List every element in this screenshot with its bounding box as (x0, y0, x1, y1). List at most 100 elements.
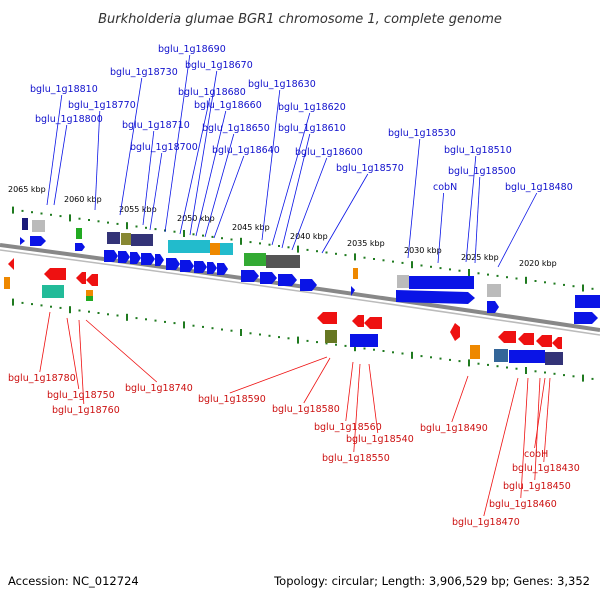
gene-arrow[interactable] (351, 286, 355, 296)
gene-box[interactable] (397, 275, 409, 288)
gene-box[interactable] (210, 243, 220, 255)
genome-summary-text: Topology: circular; Length: 3,906,529 bp… (273, 574, 590, 588)
tick-mark (107, 313, 109, 316)
reverse-gene-label: cobH (524, 449, 548, 460)
tick-mark (306, 248, 309, 251)
gene-arrow[interactable] (552, 337, 562, 349)
gene-box[interactable] (86, 296, 93, 301)
forward-leader-line (142, 130, 155, 226)
forward-leader-line (149, 152, 163, 231)
gene-arrow[interactable] (44, 268, 66, 280)
gene-box[interactable] (168, 240, 210, 253)
gene-box[interactable] (494, 349, 508, 362)
gene-arrow[interactable] (104, 250, 118, 262)
gene-box[interactable] (22, 218, 28, 230)
tick-mark (382, 350, 385, 352)
gene-arrow[interactable] (207, 262, 217, 274)
gene-arrow[interactable] (300, 279, 317, 291)
forward-gene-label: bglu_1g18500 (448, 166, 516, 177)
gene-box[interactable] (76, 228, 82, 239)
tick-mark (525, 276, 527, 284)
gene-box[interactable] (470, 345, 480, 359)
gene-arrow[interactable] (20, 237, 25, 245)
gene-arrow[interactable] (194, 261, 207, 273)
forward-leader-line (281, 133, 311, 249)
tick-mark (88, 219, 90, 221)
tick-mark (287, 246, 290, 249)
reverse-leader-line (39, 311, 51, 373)
gene-arrow[interactable] (75, 243, 85, 251)
tick-mark (240, 329, 242, 336)
gene-arrow[interactable] (30, 236, 46, 246)
accession-text: Accession: NC_012724 (8, 574, 139, 588)
forward-leader-line (189, 70, 218, 236)
gene-box[interactable] (107, 232, 120, 244)
gene-arrow[interactable] (536, 335, 552, 347)
gene-arrow[interactable] (217, 263, 228, 275)
forward-gene-label: bglu_1g18800 (35, 114, 103, 125)
gene-box[interactable] (266, 255, 300, 268)
tick-label-2035: 2035 kbp (347, 239, 385, 248)
tick-mark (126, 313, 128, 321)
gene-arrow[interactable] (278, 274, 297, 286)
tick-mark (221, 237, 223, 240)
gene-arrow[interactable] (8, 258, 14, 270)
gene-arrow[interactable] (498, 331, 516, 343)
gene-arrow[interactable] (396, 290, 475, 304)
gene-box[interactable] (220, 243, 233, 255)
tick-mark (477, 272, 480, 275)
gene-arrow[interactable] (130, 252, 141, 264)
gene-box[interactable] (131, 234, 153, 246)
gene-box[interactable] (4, 277, 10, 289)
gene-arrow[interactable] (574, 312, 598, 324)
tick-mark (373, 348, 375, 351)
gene-arrow[interactable] (317, 312, 337, 324)
gene-arrow[interactable] (141, 253, 155, 265)
forward-gene-label: bglu_1g18570 (336, 163, 404, 174)
tick-mark (126, 222, 128, 230)
gene-arrow[interactable] (241, 270, 259, 282)
tick-mark (297, 245, 299, 253)
gene-arrow[interactable] (76, 272, 86, 284)
gene-box[interactable] (545, 352, 563, 365)
gene-arrow[interactable] (518, 333, 534, 345)
gene-arrow[interactable] (180, 260, 194, 272)
gene-arrow[interactable] (166, 258, 180, 270)
gene-arrow[interactable] (364, 317, 382, 329)
gene-box[interactable] (121, 233, 131, 245)
reverse-leader-line (451, 375, 469, 423)
gene-arrow[interactable] (450, 323, 460, 341)
tick-mark (420, 264, 423, 267)
tick-mark (107, 221, 109, 224)
gene-arrow[interactable] (487, 301, 499, 313)
tick-mark (582, 284, 584, 292)
forward-leader-line (465, 155, 477, 263)
forward-leader-line (164, 54, 191, 233)
tick-mark (297, 336, 299, 344)
gene-box[interactable] (244, 253, 266, 266)
gene-box[interactable] (350, 334, 378, 347)
tick-mark (230, 329, 233, 332)
gene-box[interactable] (42, 285, 64, 298)
forward-leader-line (119, 77, 143, 216)
gene-box[interactable] (353, 268, 358, 279)
gene-arrow[interactable] (352, 315, 364, 327)
gene-arrow[interactable] (86, 274, 98, 286)
gene-box[interactable] (575, 295, 600, 308)
gene-arrow[interactable] (155, 254, 164, 266)
gene-box[interactable] (487, 284, 501, 297)
tick-mark (420, 355, 423, 358)
gene-box[interactable] (32, 220, 45, 232)
gene-arrow[interactable] (118, 251, 130, 263)
reverse-leader-line (78, 319, 85, 405)
tick-mark (230, 238, 233, 241)
reverse-gene-labels: bglu_1g18780bglu_1g18750bglu_1g18760bglu… (8, 373, 580, 528)
reverse-gene-label: bglu_1g18580 (272, 404, 340, 415)
gene-box[interactable] (409, 276, 474, 289)
gene-box[interactable] (325, 330, 337, 343)
forward-gene-label: bglu_1g18770 (68, 100, 136, 111)
gene-box[interactable] (509, 350, 545, 363)
gene-arrow[interactable] (260, 272, 277, 284)
tick-mark (154, 319, 157, 322)
gene-box[interactable] (86, 290, 93, 296)
